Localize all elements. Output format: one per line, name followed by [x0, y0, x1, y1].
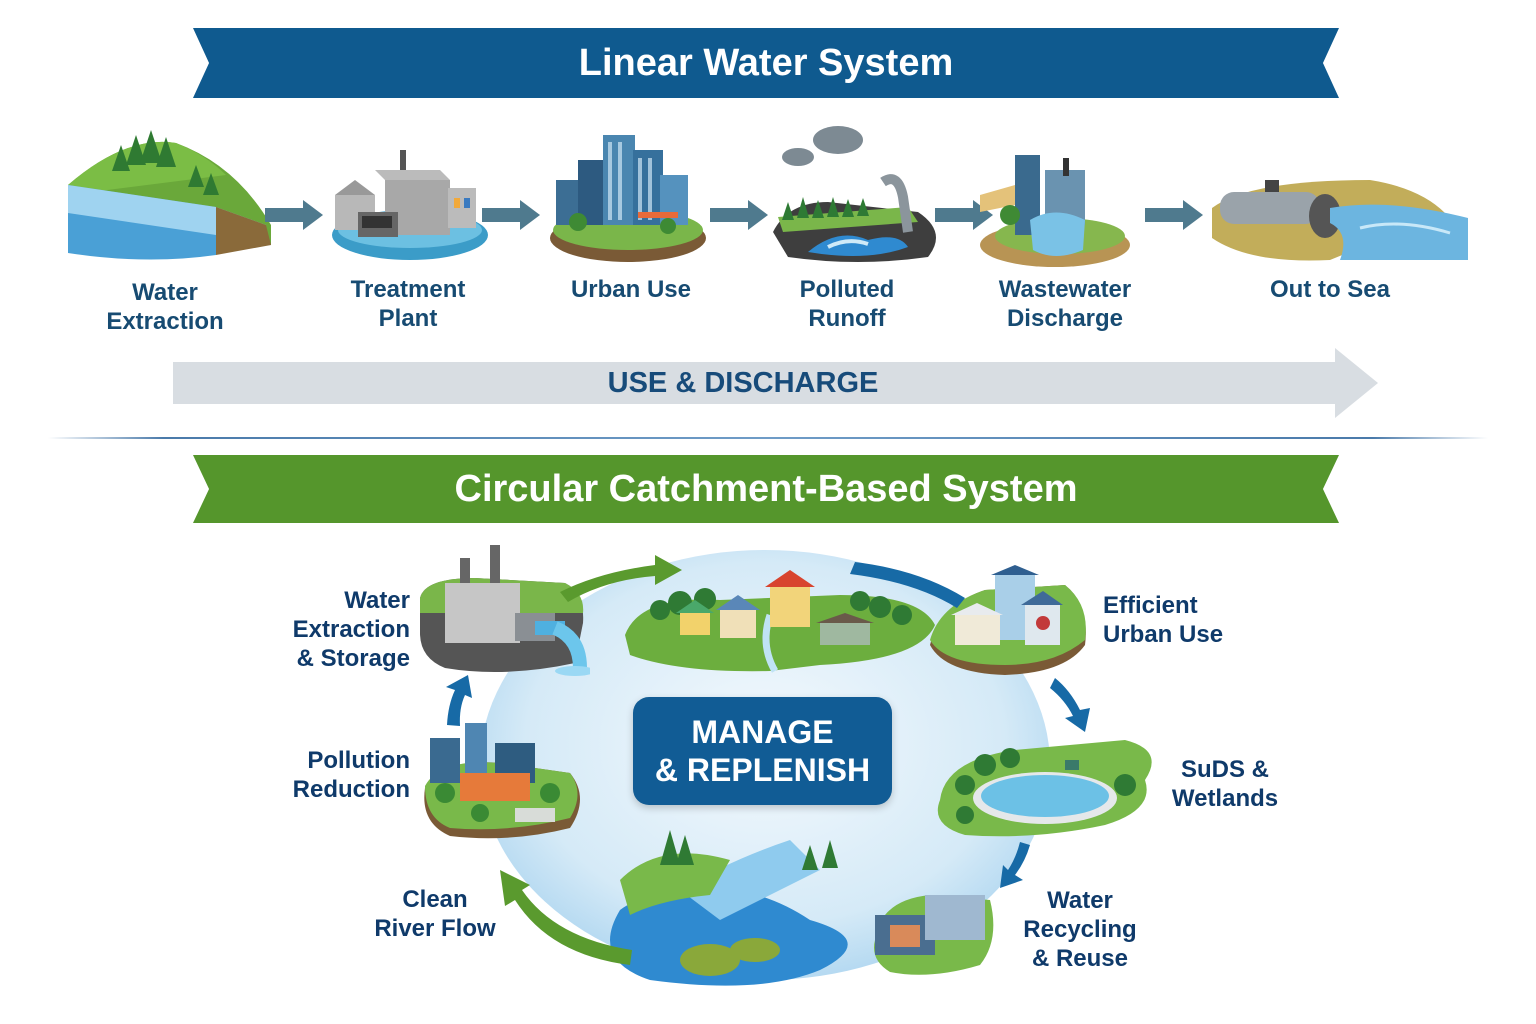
circular-stage-label: Water Extraction & Storage	[280, 586, 410, 673]
flow-arrow-icon	[710, 200, 768, 230]
linear-stage-label: Polluted Runoff	[752, 275, 942, 333]
label-line: Extraction	[292, 616, 410, 643]
label-line: Treatment	[350, 276, 466, 303]
circular-stage-label: SuDS & Wetlands	[1160, 755, 1290, 813]
green-city-icon	[424, 723, 580, 839]
linear-stage-label: Urban Use	[536, 275, 726, 304]
label-line: Recycling	[1023, 916, 1137, 943]
manage-replenish-box: MANAGE & REPLENISH	[633, 697, 892, 805]
river-icon	[610, 830, 848, 986]
label-line: River Flow	[374, 915, 496, 942]
label-line: Reduction	[292, 776, 410, 803]
cycle-arrow-icon	[850, 562, 965, 608]
use-discharge-arrow: USE & DISCHARGE	[173, 348, 1378, 418]
circular-stage-label: Pollution Reduction	[270, 746, 410, 804]
center-line: & REPLENISH	[654, 752, 871, 788]
use-discharge-label: USE & DISCHARGE	[607, 367, 879, 399]
label-line: Water	[132, 279, 198, 306]
runoff-pipe-icon	[773, 126, 936, 262]
circular-stage-label: Clean River Flow	[360, 885, 510, 943]
center-line: MANAGE	[691, 714, 834, 750]
wetland-pond-icon	[937, 740, 1152, 837]
houses-icon	[930, 565, 1086, 675]
label-line: SuDS &	[1180, 756, 1269, 783]
treatment-plant-icon	[332, 150, 488, 260]
lake-hill-icon	[68, 130, 271, 260]
label-line: Plant	[378, 305, 438, 332]
label-line: Water	[344, 587, 410, 614]
wastewater-plant-icon	[980, 155, 1130, 267]
circular-system-title: Circular Catchment-Based System	[454, 467, 1078, 510]
village-island-icon	[625, 570, 935, 673]
cycle-arrow-icon	[560, 555, 682, 602]
label-line: Extraction	[106, 308, 224, 335]
label-line: Runoff	[808, 305, 886, 332]
recycling-plant-icon	[874, 895, 994, 975]
circular-stage-label: Efficient Urban Use	[1103, 591, 1263, 649]
cycle-arrow-icon	[1050, 678, 1090, 732]
cycle-arrow-icon	[1000, 842, 1030, 888]
circular-stage-label: Water Recycling & Reuse	[1015, 886, 1145, 973]
label-line: Wastewater	[998, 276, 1132, 303]
arrow-shaft	[173, 362, 1335, 404]
outfall-pipe-icon	[1212, 180, 1468, 261]
linear-stage-label: Wastewater Discharge	[970, 275, 1160, 333]
extraction-plant-icon	[420, 545, 590, 676]
label-line: Wetlands	[1171, 785, 1279, 812]
circular-system-banner: Circular Catchment-Based System	[193, 455, 1339, 523]
label-line: Polluted	[799, 276, 895, 303]
arrow-head	[1335, 348, 1378, 418]
linear-stage-label: Out to Sea	[1235, 275, 1425, 304]
flow-arrow-icon	[935, 200, 993, 230]
linear-stage-label: Treatment Plant	[313, 275, 503, 333]
flow-arrow-icon	[482, 200, 540, 230]
label-line: & Storage	[296, 645, 410, 672]
label-line: Discharge	[1006, 305, 1124, 332]
cycle-arrows	[446, 555, 1090, 965]
label-line: & Reuse	[1031, 945, 1129, 972]
section-divider	[48, 437, 1488, 439]
flow-arrow-icon	[1145, 200, 1203, 230]
label-line: Out to Sea	[1269, 276, 1390, 303]
label-line: Pollution	[307, 747, 410, 774]
cycle-arrow-icon	[500, 870, 632, 965]
label-line: Urban Use	[570, 276, 692, 303]
flow-arrow-icon	[265, 200, 323, 230]
linear-system-banner: Linear Water System	[193, 28, 1339, 98]
city-icon	[550, 135, 706, 262]
label-line: Efficient	[1103, 592, 1198, 619]
linear-system-title: Linear Water System	[578, 41, 954, 84]
linear-stage-label: Water Extraction	[70, 278, 260, 336]
label-line: Urban Use	[1103, 621, 1224, 648]
label-line: Clean	[402, 886, 468, 913]
label-line: Water	[1047, 887, 1113, 914]
cycle-arrow-icon	[446, 675, 472, 726]
